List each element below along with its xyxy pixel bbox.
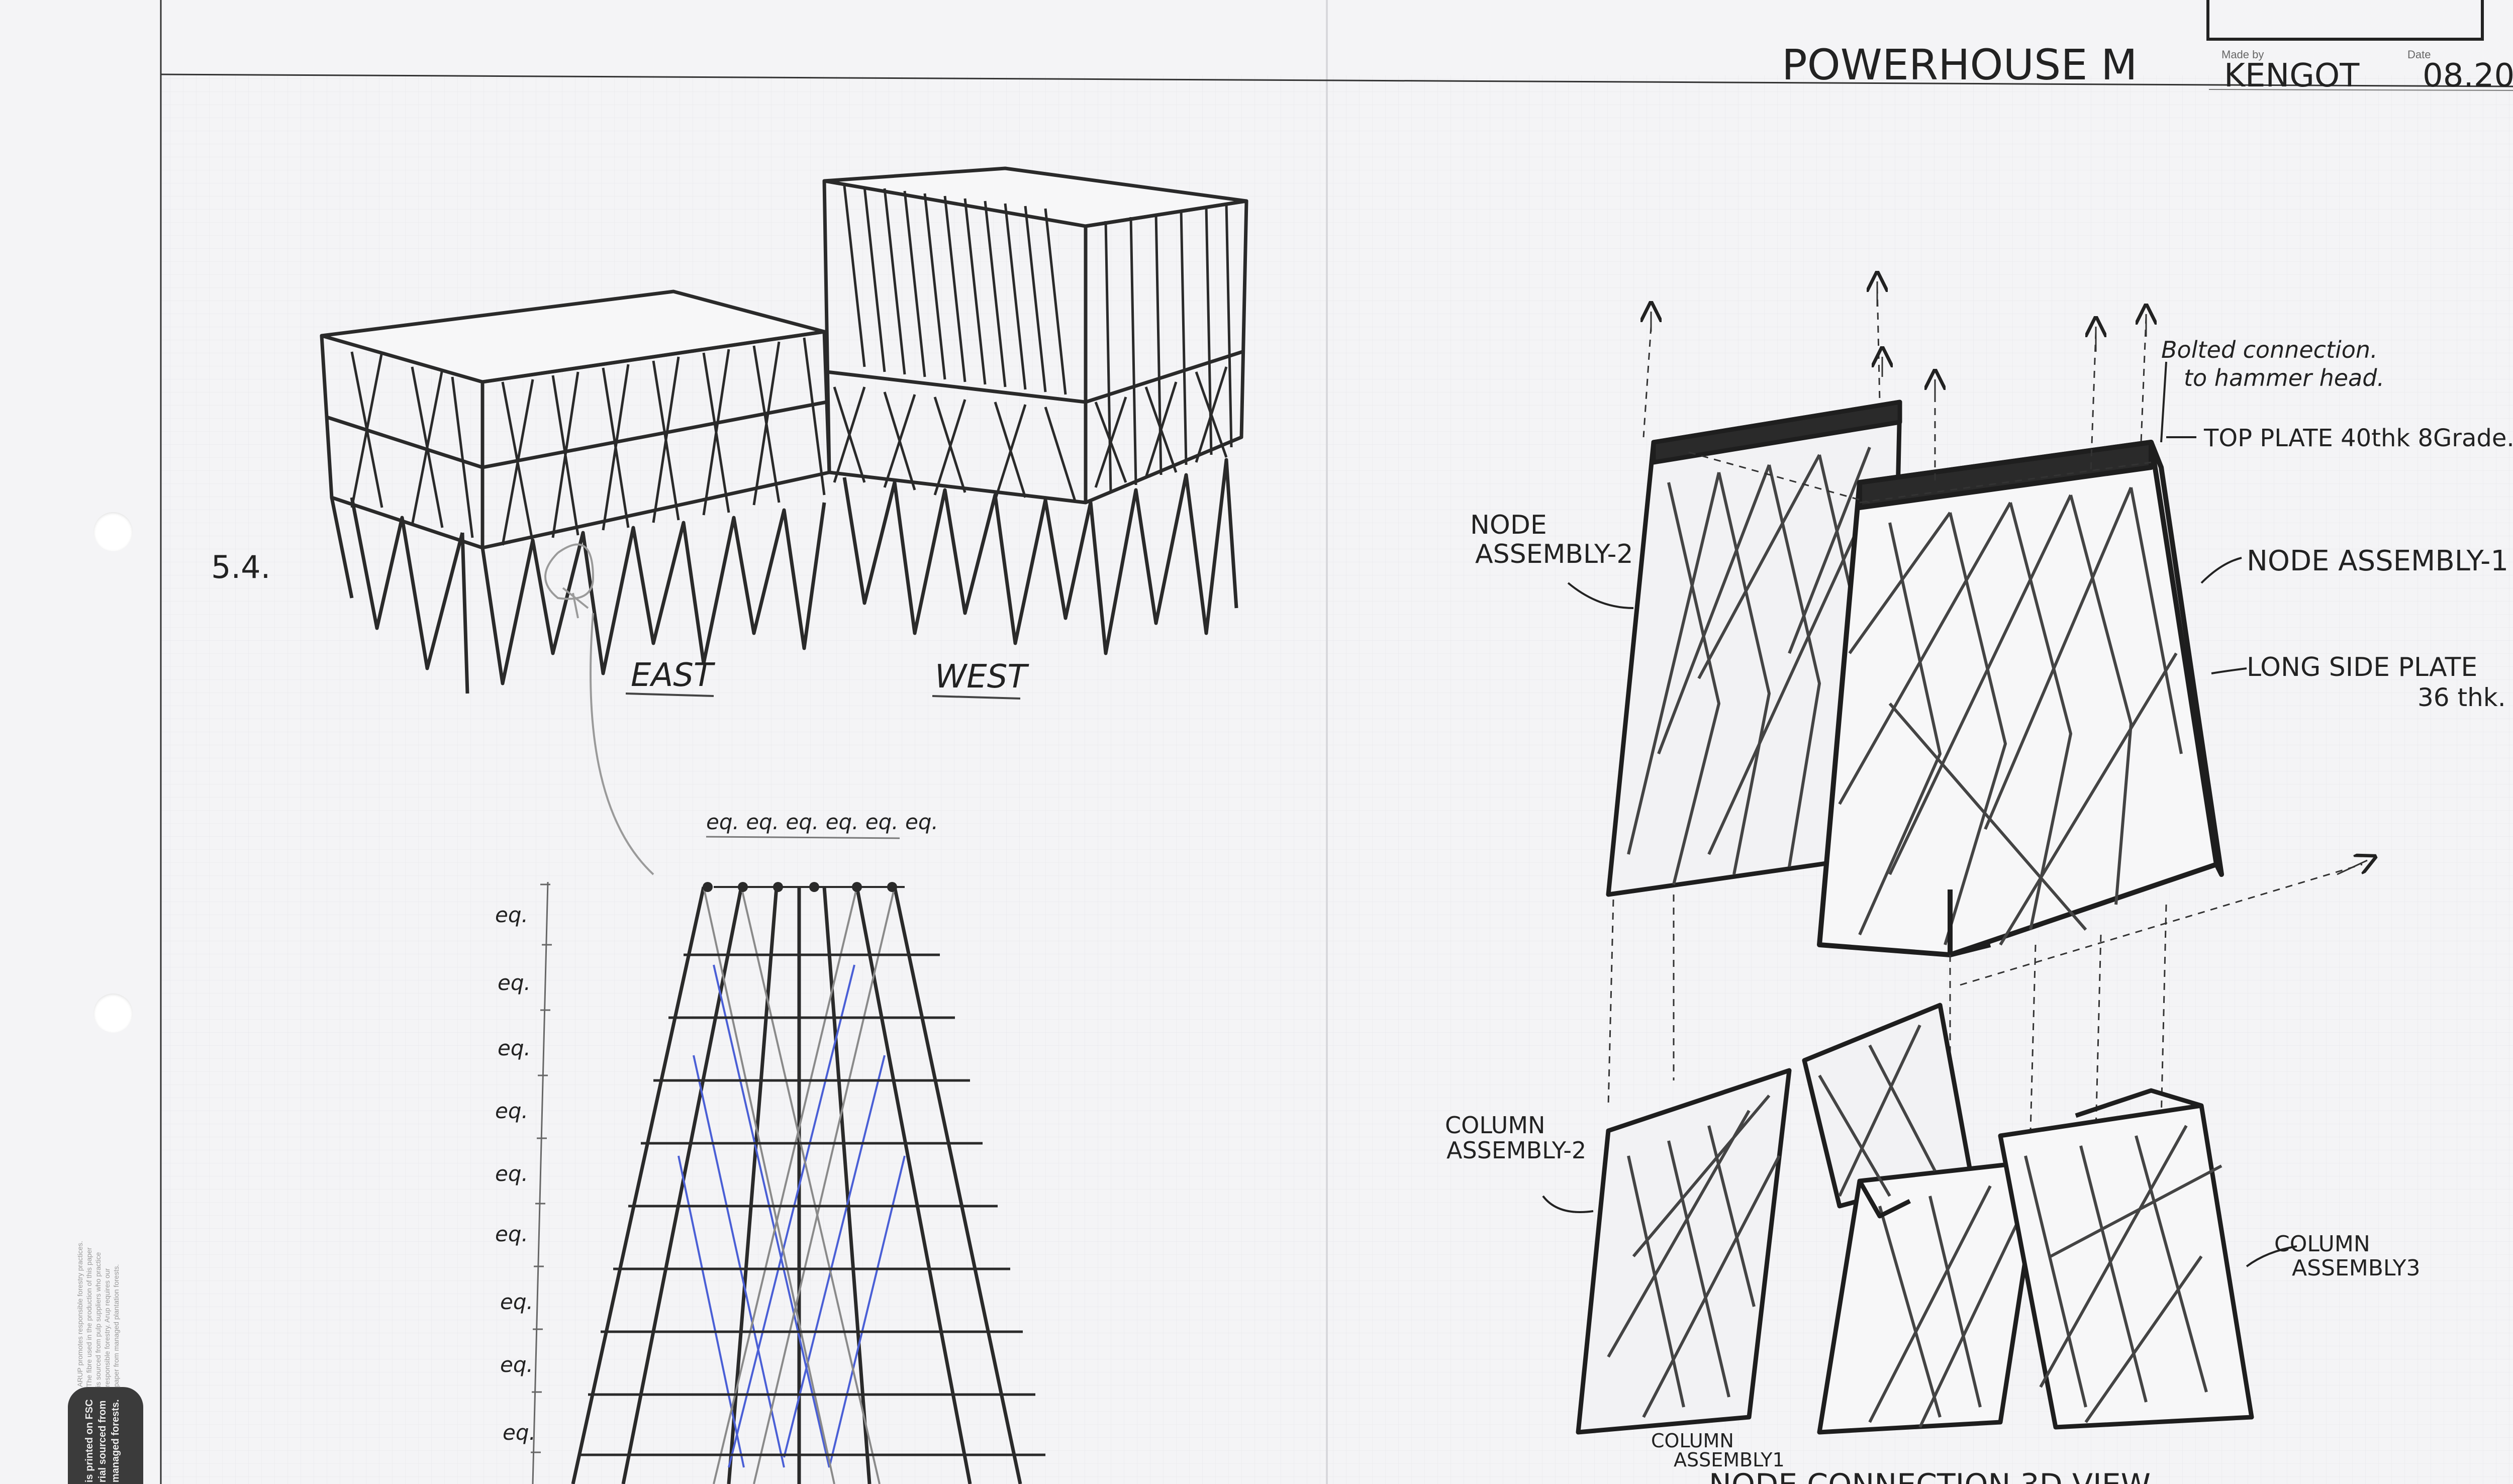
made-by-value: KENGOT (2224, 57, 2360, 94)
dimension-mark: eq. (495, 1222, 528, 1246)
building-west (822, 166, 1248, 655)
date-label: Date (2407, 48, 2431, 61)
top-dimension-marks: eq. eq. eq. eq. eq. eq. (706, 810, 938, 834)
pencil-marker (544, 543, 595, 619)
date-value: 08.20 (2423, 57, 2513, 94)
title-block-box (2206, 0, 2484, 41)
annotation-column-assembly-2-b: ASSEMBLY-2 (1446, 1137, 1586, 1164)
dimension-mark: eq. (500, 1352, 533, 1377)
node-assembly-2 (1606, 400, 1902, 897)
dimension-mark: eq. (495, 1099, 528, 1123)
made-by-label: Made by (2221, 48, 2264, 61)
bottom-caption: NODE CONNECTION 3D VIEW (1709, 1467, 2151, 1484)
annotation-node-assembly-2-b: ASSEMBLY-2 (1475, 539, 1633, 569)
dimension-mark: eq. (503, 1420, 536, 1445)
connection-guides (1607, 286, 2363, 1131)
title-block-rule (2208, 89, 2513, 91)
dimension-mark: eq. (498, 970, 531, 995)
annotation-top-plate: TOP PLATE 40thk 8Grade. (2203, 424, 2513, 452)
annotation-column-assembly-3-a: COLUMN (2274, 1231, 2370, 1257)
section-number: 5.4. (211, 549, 270, 585)
annotation-column-assembly-3-b: ASSEMBLY3 (2292, 1255, 2420, 1281)
label-west: WEST (935, 658, 1029, 696)
annotation-leaders (1542, 361, 2297, 1267)
annotation-column-assembly-1-b: ASSEMBLY1 (1674, 1449, 1785, 1471)
dimension-mark: eq. (495, 1161, 528, 1186)
label-west-underline (932, 695, 1021, 700)
column-assembly-1 (1802, 1003, 2043, 1435)
dimension-mark: eq. (495, 903, 528, 927)
header-rule (160, 73, 2513, 87)
annotation-bolted-2: to hammer head. (2184, 364, 2384, 391)
punch-hole-top (93, 512, 133, 551)
dimension-chain (531, 881, 552, 1484)
bolt-arrows (1651, 281, 2367, 875)
elevation-frame (571, 882, 1045, 1484)
annotation-long-side-plate-b: 36 thk. (2418, 683, 2506, 712)
annotation-node-assembly-1: NODE ASSEMBLY-1 (2247, 545, 2508, 577)
annotation-column-assembly-2-a: COLUMN (1445, 1112, 1545, 1139)
node-assembly-1 (1817, 440, 2224, 957)
pencil-leader (590, 613, 654, 875)
annotation-column-assembly-1-a: COLUMN (1651, 1430, 1734, 1452)
top-dimension-line (706, 836, 900, 839)
project-title: POWERHOUSE M (1782, 40, 2138, 89)
punch-hole-bottom (93, 994, 133, 1033)
dimension-mark: eq. (498, 1036, 531, 1060)
label-east-underline (625, 692, 714, 697)
label-east: EAST (631, 657, 716, 694)
annotation-node-assembly-2-a: NODE (1470, 510, 1547, 540)
column-assembly-3 (1998, 1088, 2254, 1430)
side-dimension-marks: eq. eq. eq. eq. eq. eq. eq. eq. eq. (495, 903, 536, 1445)
annotation-bolted: Bolted connection. (2161, 336, 2378, 363)
column-assembly-2 (1576, 1068, 1792, 1435)
annotation-long-side-plate-a: LONG SIDE PLATE (2247, 652, 2477, 682)
dimension-mark: eq. (500, 1290, 533, 1314)
fsc-badge: is printed on FSC rial sourced from mana… (68, 1387, 143, 1484)
